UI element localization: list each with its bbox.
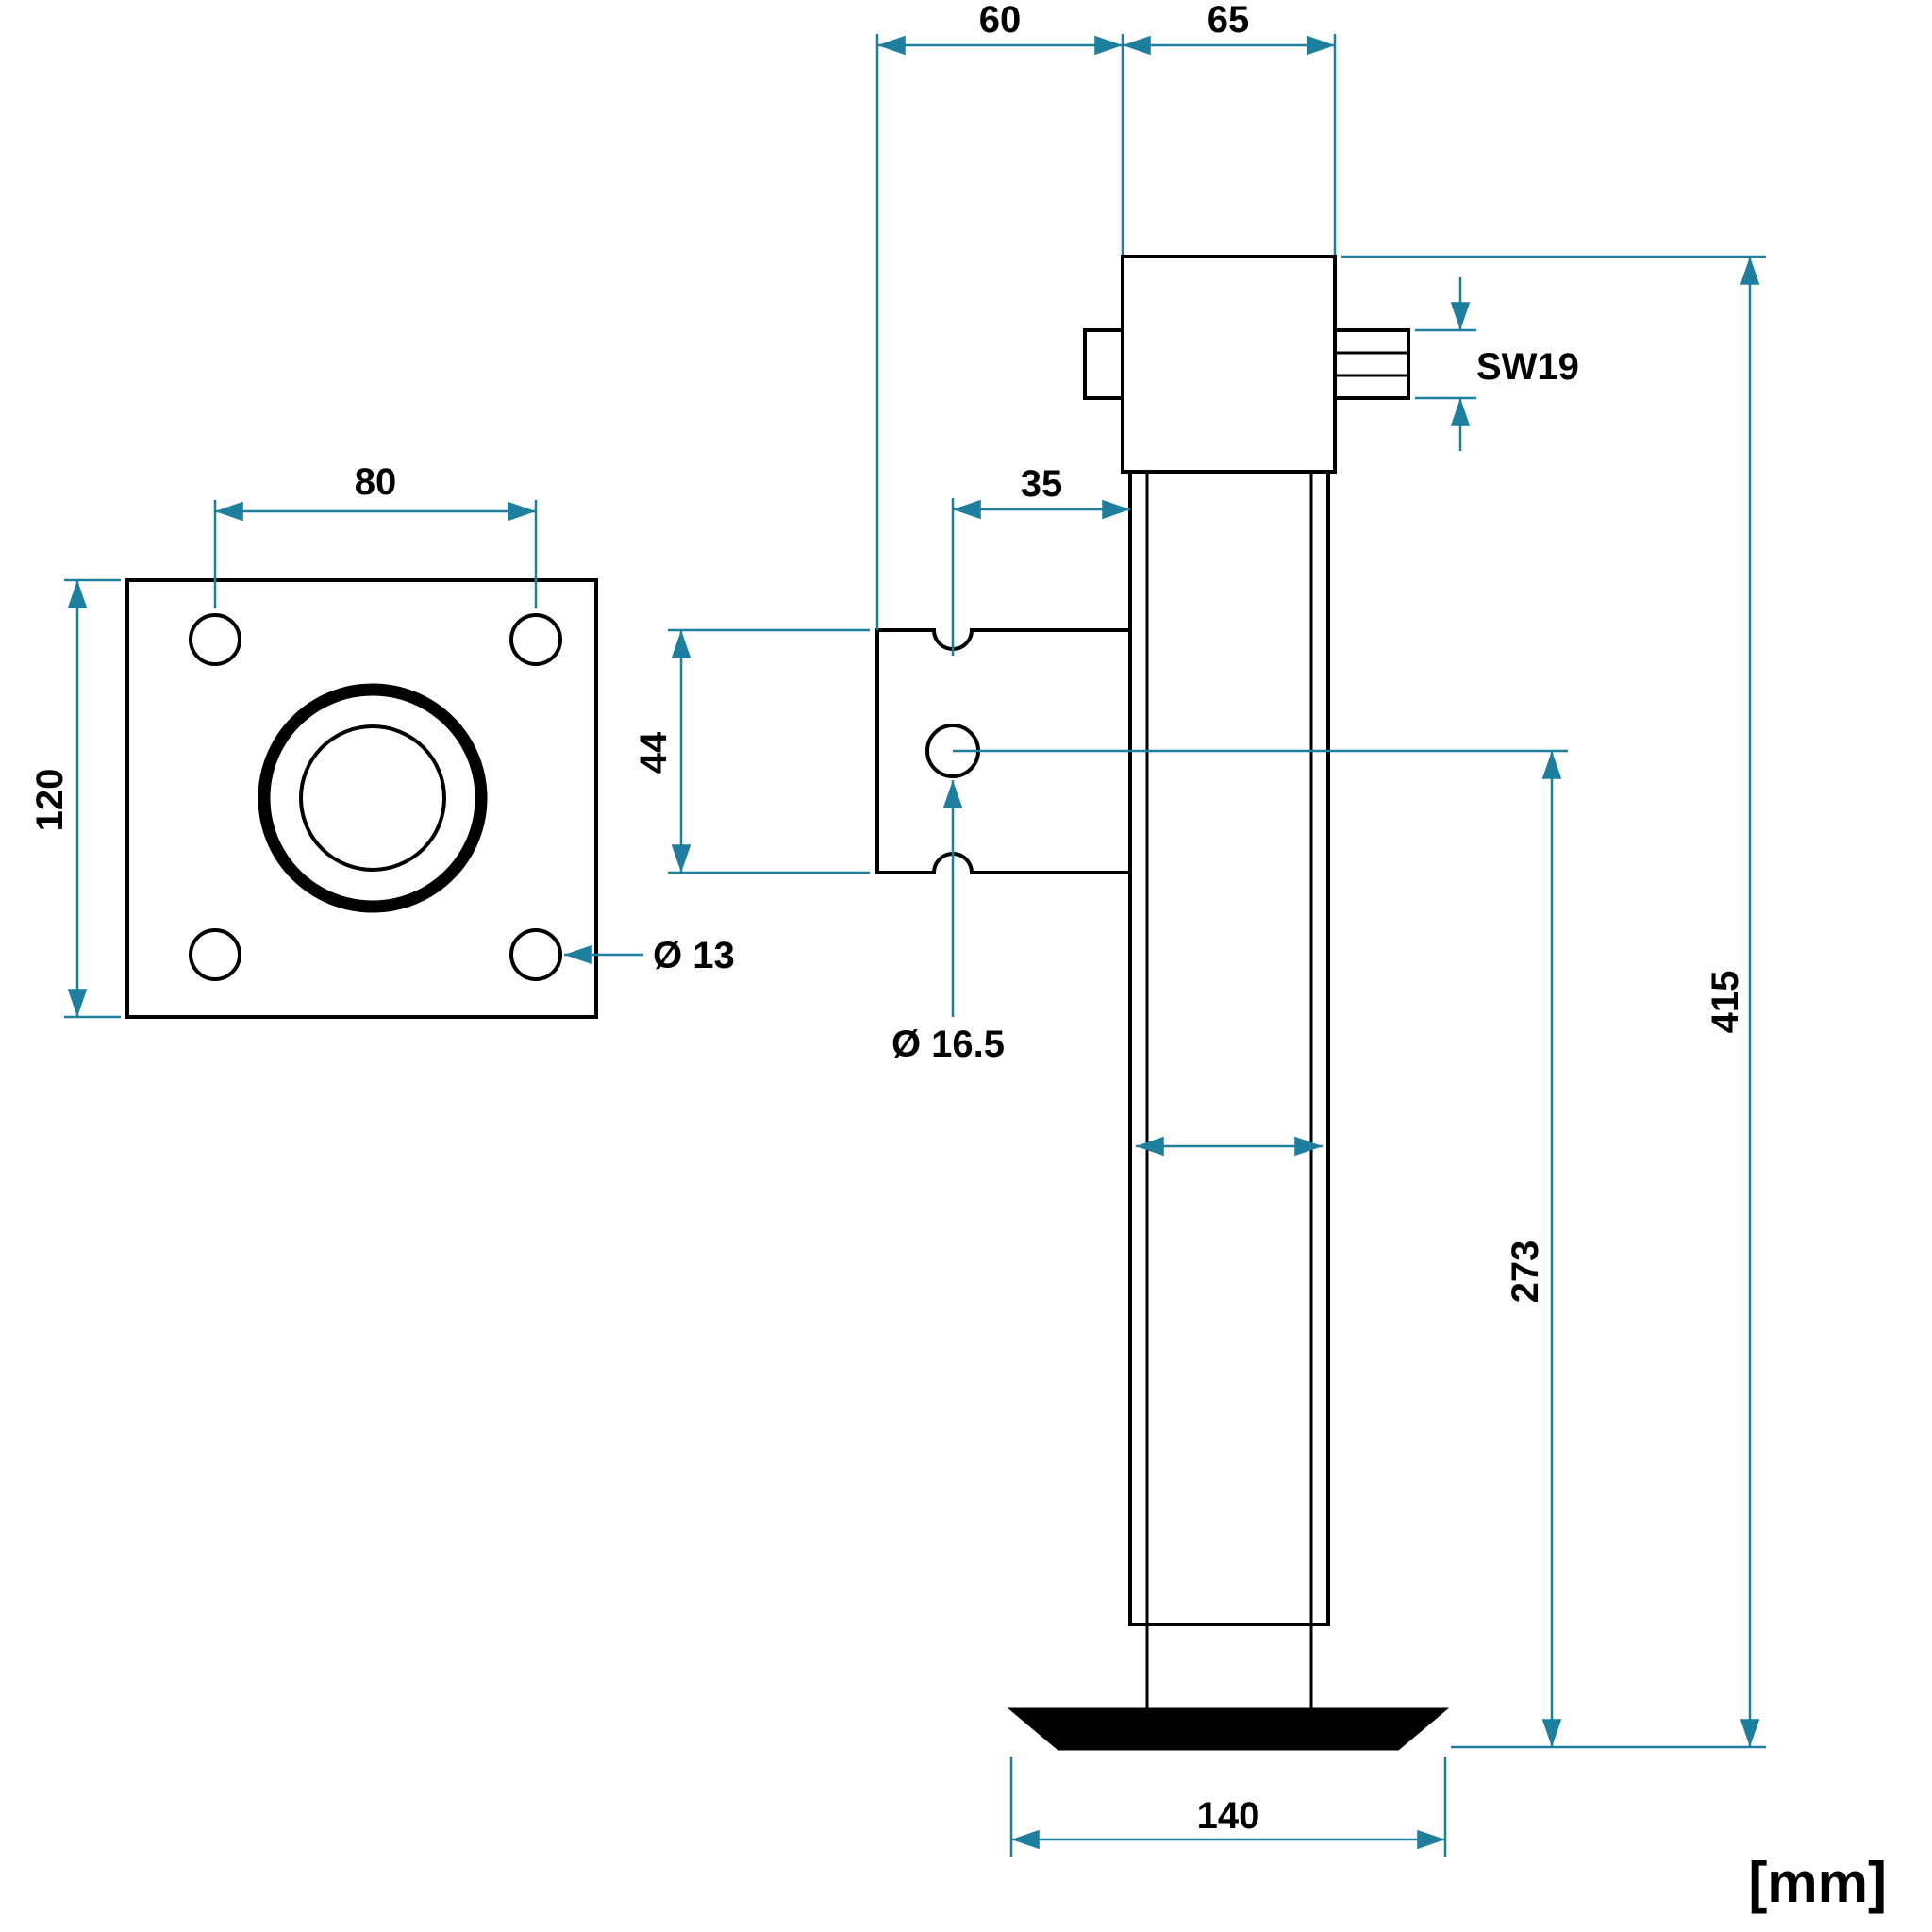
dim-80-label: 80 bbox=[355, 461, 397, 503]
flange-tube-inner-ring bbox=[299, 724, 446, 872]
flange-hole-bottom-left bbox=[189, 928, 242, 981]
flange-top-view: 80 120 Ø 13 bbox=[29, 461, 735, 1019]
dim-60-label: 60 bbox=[979, 0, 1022, 41]
dim-65-label: 65 bbox=[1208, 0, 1250, 41]
foot-plate bbox=[1007, 1707, 1450, 1751]
flange-hole-bottom-right bbox=[509, 928, 562, 981]
label-sw19: SW19 bbox=[1476, 346, 1579, 388]
flange-tube-outer-ring bbox=[258, 683, 488, 913]
dim-273-label: 273 bbox=[1505, 1241, 1546, 1304]
flange-hole-top-right bbox=[509, 613, 562, 666]
label-hole-16-5: Ø 16.5 bbox=[891, 1024, 1005, 1065]
units-label: [mm] bbox=[1748, 1851, 1887, 1914]
side-view-dimensions: 60 65 SW19 35 44 Ø 16.5 415 273 bbox=[633, 0, 1766, 1857]
dim-120-label: 120 bbox=[29, 769, 71, 832]
dim-415-label: 415 bbox=[1705, 971, 1746, 1034]
dim-140-label: 140 bbox=[1197, 1795, 1260, 1837]
label-hole-13: Ø 13 bbox=[653, 935, 735, 976]
shaft-stub-left bbox=[1083, 328, 1124, 400]
dim-35-label: 35 bbox=[1021, 463, 1063, 505]
crank-hex-stub bbox=[1333, 328, 1410, 400]
dim-44-label: 44 bbox=[633, 731, 675, 774]
gear-head bbox=[1121, 255, 1337, 474]
outer-tube bbox=[1128, 470, 1330, 1626]
side-view bbox=[875, 255, 1450, 1751]
flange-hole-top-left bbox=[189, 613, 242, 666]
